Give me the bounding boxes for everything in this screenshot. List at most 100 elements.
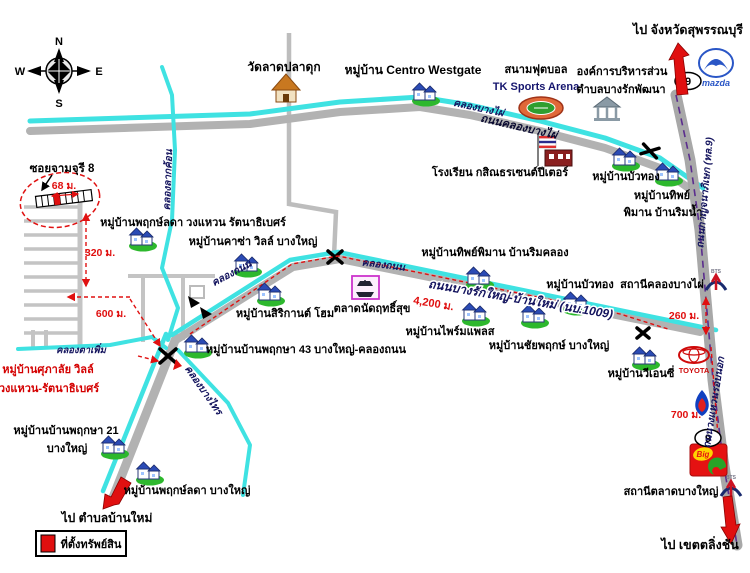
soi-side-lanes: [24, 205, 79, 335]
vnc-village-label: หมู่บ้านวีเอนซี่: [608, 365, 675, 381]
pruksa21-label-1: หมู่บ้านบ้านพฤกษา 21: [13, 424, 118, 438]
thai-flag-icon: [538, 135, 557, 149]
bts-logo-text: BTS: [726, 475, 737, 481]
sao-label-1: องค์การบริหารส่วน: [577, 65, 668, 78]
ptt-station-icon: [695, 390, 709, 416]
compass-w-label: W: [15, 66, 26, 78]
road-bend-chevrons: [188, 296, 212, 319]
distance-260m: 260 ม.: [669, 310, 699, 322]
arrow-to-suphanburi: [668, 42, 690, 96]
bridge-marks: [158, 142, 661, 365]
road-klong-bangphai: [26, 103, 704, 200]
distance-600m: 600 ม.: [96, 308, 126, 320]
mazda-logo: mazda: [698, 48, 734, 88]
mazda-logo-text: mazda: [702, 78, 730, 88]
canal-thanon-right-label: คลองถนน: [361, 257, 407, 273]
to-talingchan-label: ไป เขตตลิ่งชัน: [659, 536, 739, 552]
prime-place-label: หมู่บ้านไพร์มแพลส: [406, 324, 495, 339]
sirikan-home-label: หมู่บ้านสิริกานต์ โฮม: [236, 306, 334, 321]
bigc-logo: Big: [689, 443, 728, 477]
chevron-icon: [188, 296, 200, 308]
compass-n-label: N: [55, 36, 63, 48]
bridge-x-icon: [326, 249, 344, 265]
distance-320m: 320 ม.: [85, 247, 115, 259]
casa-ville-label: หมู่บ้านคาซ่า วิลล์ บางใหญ่: [189, 234, 318, 249]
thip-rimnam-label-1: หมู่บ้านทิพย์: [634, 189, 690, 203]
direction-arrows: [102, 42, 741, 545]
route-dashed: [66, 212, 724, 466]
canal-tapherm-label: คลองตาเพิ่ม: [56, 343, 107, 356]
property-highlight-ellipse: [19, 171, 101, 229]
pruksa43-label: หมู่บ้านบ้านพฤกษา 43 บางใหญ่-คลองถนน: [206, 342, 407, 357]
canal-bangphai: [27, 94, 706, 191]
distance-700m: 700 ม.: [671, 409, 701, 421]
to-suphanburi-label: ไป จังหวัดสุพรรณบุรี: [631, 22, 743, 38]
route-arrowhead: [173, 359, 182, 370]
stadium-label-1: สนามฟุตบอล: [505, 63, 568, 77]
buathong-mid-label: หมู่บ้านบัวทอง: [546, 278, 614, 292]
toyota-logo: TOYOTA: [678, 346, 710, 375]
highway-number: 9: [705, 433, 711, 445]
canal-bangsai: [176, 348, 252, 497]
canal-lakkhon: [160, 65, 180, 342]
distance-68m: 68 ม.: [52, 180, 77, 192]
legend-property-label: ที่ตั้งทรัพย์สิน: [61, 536, 122, 551]
school-label: โรงเรียน กสิณธรเซนต์ปีเตอร์: [431, 165, 568, 179]
canals: [16, 65, 719, 497]
arrow-to-talingchan: [720, 495, 741, 545]
sao-pavilion-icon: [592, 96, 622, 121]
stadium-label-2: TK Sports Arena: [493, 81, 580, 93]
thip-rimnam-label-2: พิมาน บ้านริมน้ำ: [624, 204, 703, 219]
wat-latpladuk-label: วัดลาดปลาดุก: [247, 60, 320, 75]
supalai-label-2: วงแหวน-รัตนาธิเบศร์: [0, 382, 99, 395]
bridge-x-icon: [639, 142, 661, 160]
road-to-banmai: [107, 333, 181, 505]
bigc-logo-text: Big: [697, 450, 710, 459]
junction-x-icon: [158, 347, 178, 365]
school-icon: [537, 133, 573, 167]
chevron-icon: [200, 307, 212, 319]
property-area: [19, 171, 101, 229]
route-junction-arrow: [137, 355, 160, 364]
soi-chamchuri-label: ซอยจามจุรี 8: [30, 162, 95, 176]
pruksa21-label-2: บางใหญ่: [47, 441, 88, 455]
compass-rose: N W E S: [15, 36, 103, 110]
prueklada-bangyai-label: หมู่บ้านพฤกษ์ลดา บางใหญ่: [124, 483, 251, 498]
route-to-junction: [129, 298, 161, 348]
road-bangrakyai-banmai: [172, 255, 704, 344]
compass-e-label: E: [95, 66, 102, 78]
station-talad-bangyai-label: สถานีตลาดบางใหญ่: [624, 484, 719, 498]
market-label: ตลาดนัดฤทธิ์สุข: [334, 300, 411, 316]
toyota-logo-text: TOYOTA: [679, 366, 710, 375]
bts-logo-text: BTS: [711, 269, 722, 275]
sao-label-2: ตำบลบางรักพัฒนา: [576, 83, 665, 96]
station-klong-bangphai-label: สถานีคลองบางไผ่: [620, 277, 704, 291]
soi-pointer-arrow: [41, 174, 53, 192]
measure-68m-arrow: [50, 190, 80, 200]
canal-thanon: [169, 249, 719, 338]
to-banmai-label: ไป ตำบลบ้านใหม่: [60, 510, 153, 525]
legend-property-swatch: [40, 534, 56, 553]
arrow-to-banmai: [102, 476, 132, 510]
market-icon: [351, 275, 380, 300]
chaiyapruek-label: หมู่บ้านชัยพฤกษ์ บางใหญ่: [489, 338, 610, 353]
prueklada-wongwaen-label: หมู่บ้านพฤกษ์ลดา วงแหวน รัตนาธิเบศร์: [100, 216, 286, 230]
highway-number: 9: [685, 76, 691, 88]
supalai-label-1: หมู่บ้านศุภาลัย วิลล์: [2, 363, 94, 377]
bts-station-logo: BTS: [704, 269, 728, 291]
major-roads: [26, 103, 704, 505]
thip-rimklong-label: หมู่บ้านทิพย์พิมาน บ้านริมคลอง: [421, 246, 568, 260]
grid-block: [189, 285, 205, 299]
temple-icon: [270, 73, 302, 103]
bts-station-logo: BTS: [719, 475, 743, 497]
canal-lakkhon-label: คลองลากค้อน: [161, 148, 175, 211]
highway-9-shield: 9: [694, 428, 722, 448]
stadium-icon: [518, 96, 564, 120]
centro-westgate-label: หมู่บ้าน Centro Westgate: [345, 63, 482, 78]
compass-s-label: S: [55, 98, 62, 110]
route-4200m: [189, 255, 669, 335]
buathong-north-label: หมู่บ้านบัวทอง: [592, 170, 660, 184]
legend-box: ที่ตั้งทรัพย์สิน: [35, 530, 127, 557]
